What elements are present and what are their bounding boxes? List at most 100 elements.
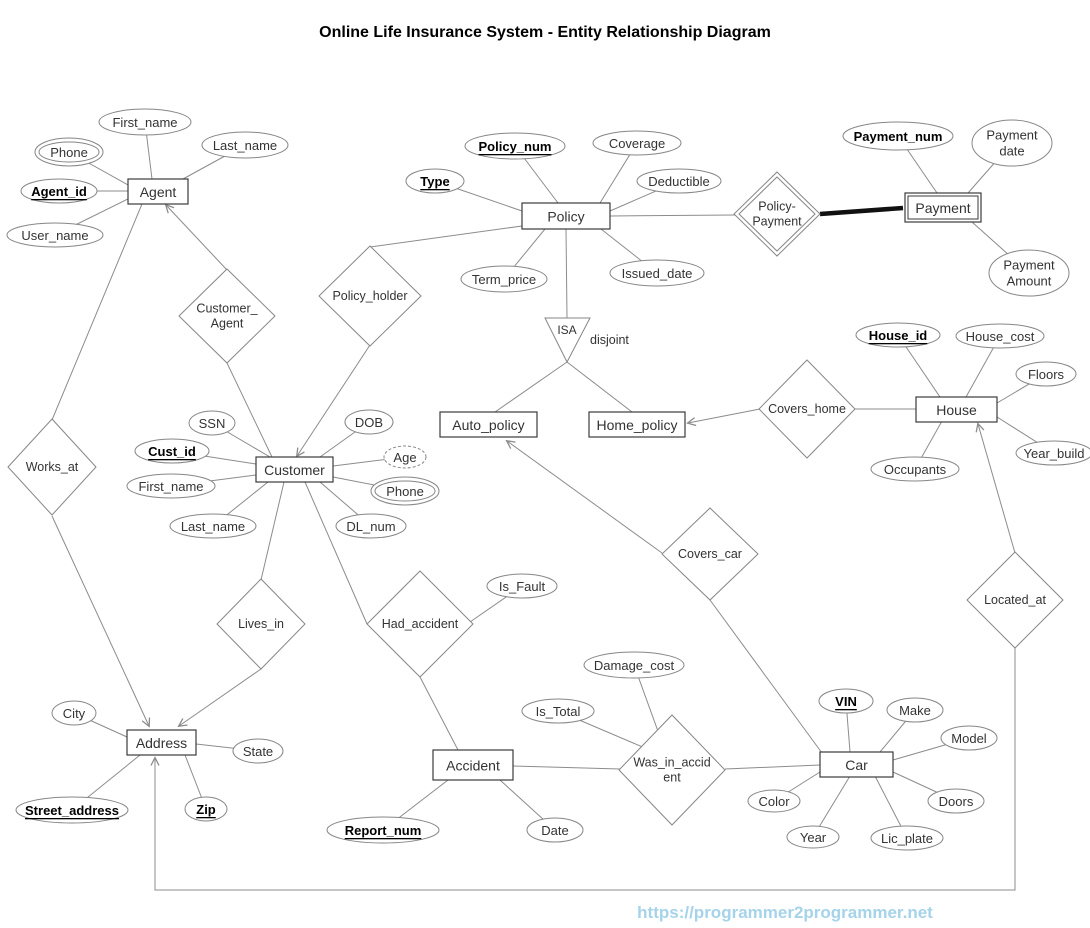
attribute-is-fault — [486, 573, 558, 599]
attribute-issued-date — [609, 259, 705, 287]
attribute-model — [940, 725, 998, 751]
relationship-label-located-at: Located_at — [984, 593, 1046, 607]
relationship-label-covers-car: Covers_car — [678, 547, 742, 561]
attribute-label-model: Model — [951, 731, 987, 746]
entity-label-customer: Customer — [264, 462, 325, 478]
attribute-dl-num — [335, 513, 407, 539]
attribute-floors — [1015, 361, 1077, 387]
edge-policy-to-isa — [565, 228, 568, 319]
attribute-zip — [184, 796, 228, 822]
attribute-label-ssn: SSN — [199, 416, 226, 431]
attribute-label-date: Date — [541, 823, 568, 838]
disjoint-label: disjoint — [590, 333, 629, 347]
relationship-label-had-accident: Had_accident — [382, 617, 459, 631]
page-title: Online Life Insurance System - Entity Re… — [319, 24, 771, 41]
attribute-house-id — [855, 322, 941, 348]
attribute-agent-id — [20, 178, 98, 204]
attribute-label-year: Year — [800, 830, 827, 845]
attribute-label-user-name: User_name — [21, 228, 88, 243]
attribute-label-agent-id: Agent_id — [31, 184, 87, 199]
edge-customer-to-lives-in — [260, 481, 285, 581]
entity-house — [915, 396, 998, 423]
attribute-phone-customer — [370, 476, 440, 506]
entity-home-policy — [588, 411, 686, 438]
entity-label-car: Car — [845, 757, 868, 773]
attribute-label-payment-amount: Amount — [1007, 274, 1052, 289]
attribute-state — [232, 738, 284, 764]
attribute-label-last-name-customer: Last_name — [181, 519, 245, 534]
relationship-covers-car — [661, 507, 759, 601]
attribute-occupants — [870, 456, 960, 482]
attribute-label-payment-num: Payment_num — [854, 129, 943, 144]
attribute-label-lic-plate: Lic_plate — [881, 831, 933, 846]
attribute-payment-num — [842, 121, 954, 151]
attribute-vin — [818, 688, 874, 714]
edge-located-at-to-address — [155, 648, 1016, 891]
edge-covers-car-to-car — [709, 599, 823, 754]
attribute-label-cust-id: Cust_id — [148, 444, 196, 459]
attribute-label-payment-date: date — [999, 144, 1024, 159]
attribute-label-dob: DOB — [355, 415, 383, 430]
attribute-doors — [927, 788, 985, 814]
edge-policy-payment-to-payment — [819, 205, 904, 217]
attribute-report-num — [326, 816, 440, 844]
attribute-label-type: Type — [420, 174, 449, 189]
entity-label-address: Address — [136, 735, 187, 751]
edge-covers-car-to-auto-policy — [507, 441, 663, 554]
relationship-customer-agent — [178, 268, 276, 364]
attribute-label-street-address: Street_address — [25, 803, 119, 818]
entity-label-policy: Policy — [547, 209, 584, 225]
edge-covers-home-to-home-policy — [688, 408, 761, 423]
attribute-label-house-cost: House_cost — [966, 329, 1035, 344]
attribute-label-last-name-agent: Last_name — [213, 138, 277, 153]
entity-label-agent: Agent — [140, 184, 177, 200]
attribute-label-report-num: Report_num — [345, 823, 422, 838]
relationship-covers-home — [758, 359, 856, 459]
attribute-label-first-name-customer: First_name — [138, 479, 203, 494]
attribute-label-policy-num: Policy_num — [479, 139, 552, 154]
relationship-label-policy-holder: Policy_holder — [332, 289, 407, 303]
edge-located-at-to-house — [978, 424, 1016, 554]
attribute-label-make: Make — [899, 703, 931, 718]
entity-payment-inner — [907, 195, 979, 220]
edge-works-at-to-address — [51, 515, 149, 726]
relationship-label-customer-agent: Agent — [211, 317, 244, 331]
edge-isa-to-home-policy — [566, 361, 633, 413]
relationship-label-policy-payment: Payment — [752, 215, 802, 229]
attribute-label-term-price: Term_price — [472, 272, 536, 287]
edge-was-in-accident-to-car — [724, 764, 821, 770]
attribute-label-coverage: Coverage — [609, 136, 665, 151]
entity-accident — [432, 749, 514, 781]
entity-label-payment: Payment — [915, 200, 970, 216]
attribute-deductible — [636, 168, 722, 194]
attribute-label-zip: Zip — [196, 802, 216, 817]
attribute-label-floors: Floors — [1028, 367, 1065, 382]
attribute-first-name-agent — [98, 108, 192, 136]
attribute-label-phone-customer: Phone — [386, 484, 424, 499]
relationship-lives-in — [216, 578, 306, 670]
relationship-label-policy-payment: Policy- — [758, 200, 796, 214]
attribute-label-dl-num: DL_num — [346, 519, 395, 534]
attribute-label-issued-date: Issued_date — [622, 266, 693, 281]
attribute-lic-plate — [870, 825, 944, 851]
attribute-label-state: State — [243, 744, 273, 759]
attribute-dob — [344, 409, 394, 435]
relationship-works-at — [7, 418, 97, 516]
entity-policy — [521, 202, 611, 230]
attribute-label-year-build: Year_build — [1024, 446, 1085, 461]
attribute-ssn — [188, 410, 236, 436]
relationship-label-was-in-accident: ent — [663, 771, 681, 785]
attribute-city — [51, 700, 97, 726]
edge-had-accident-to-accident — [419, 676, 459, 751]
relationship-label-was-in-accident: Was_in_accid — [633, 756, 710, 770]
entity-car — [819, 751, 894, 778]
relationship-label-covers-home: Covers_home — [768, 402, 846, 416]
attribute-label-city: City — [63, 706, 86, 721]
relationship-policy-payment-inner — [738, 176, 816, 252]
attribute-label-house-id: House_id — [869, 328, 928, 343]
attribute-age — [383, 445, 427, 469]
isa-label: ISA — [557, 323, 576, 337]
attribute-label-deductible: Deductible — [648, 174, 709, 189]
attribute-cust-id — [134, 438, 210, 464]
